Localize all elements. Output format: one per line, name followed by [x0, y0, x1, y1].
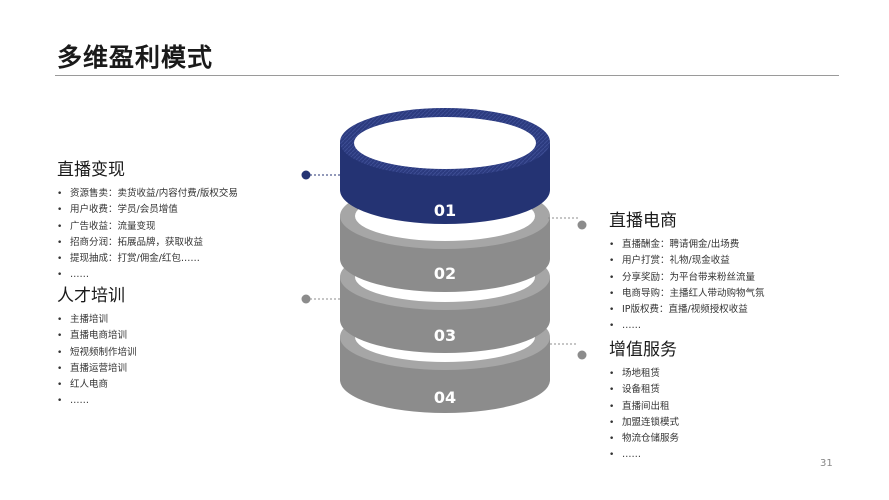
ring-label-02: 02 — [434, 264, 456, 283]
bullet-list: 主播培训 直播电商培训 短视频制作培训 直播运营培训 红人电商 …… — [57, 312, 137, 410]
list-item: 提现抽成：打赏/佣金/红包…… — [57, 251, 238, 268]
connector-live — [301, 170, 345, 180]
list-item: …… — [609, 447, 679, 464]
title-divider — [55, 75, 839, 76]
connector-value — [550, 343, 587, 360]
list-item: …… — [57, 393, 137, 410]
list-item: 直播运营培训 — [57, 361, 137, 378]
page-title: 多维盈利模式 — [57, 43, 214, 72]
list-item: 用户打赏：礼物/现金收益 — [609, 253, 765, 270]
list-item: 广告收益：流量变现 — [57, 219, 238, 236]
section-heading: 人才培训 — [57, 286, 125, 306]
list-item: 分享奖励：为平台带来粉丝流量 — [609, 270, 765, 287]
list-item: 场地租赁 — [609, 366, 679, 383]
connector-ecom — [548, 217, 587, 230]
list-item: 电商导购：主播红人带动购物气氛 — [609, 286, 765, 303]
section-live-ecommerce: 直播电商 直播酬金：聘请佣金/出场费 用户打赏：礼物/现金收益 分享奖励：为平台… — [609, 206, 765, 335]
section-heading: 增值服务 — [609, 340, 677, 360]
ring-label-04: 04 — [434, 388, 456, 407]
section-heading: 直播变现 — [57, 160, 125, 180]
list-item: 资源售卖：卖货收益/内容付费/版权交易 — [57, 186, 238, 203]
connector-talent — [301, 294, 341, 304]
bullet-list: 直播酬金：聘请佣金/出场费 用户打赏：礼物/现金收益 分享奖励：为平台带来粉丝流… — [609, 237, 765, 335]
section-talent-training: 人才培训 主播培训 直播电商培训 短视频制作培训 直播运营培训 红人电商 …… — [57, 281, 137, 410]
list-item: 用户收费：学员/会员增值 — [57, 202, 238, 219]
list-item: …… — [609, 318, 765, 335]
ring-01: 01 — [340, 108, 550, 224]
list-item: …… — [57, 267, 238, 284]
section-live-monetization: 直播变现 资源售卖：卖货收益/内容付费/版权交易 用户收费：学员/会员增值 广告… — [57, 155, 238, 284]
bullet-list: 场地租赁 设备租赁 直播间出租 加盟连锁模式 物流仓储服务 …… — [609, 366, 679, 464]
list-item: 红人电商 — [57, 377, 137, 394]
ring-label-01: 01 — [434, 201, 456, 220]
list-item: 直播酬金：聘请佣金/出场费 — [609, 237, 765, 254]
list-item: 直播间出租 — [609, 399, 679, 416]
list-item: 主播培训 — [57, 312, 137, 329]
bullet-list: 资源售卖：卖货收益/内容付费/版权交易 用户收费：学员/会员增值 广告收益：流量… — [57, 186, 238, 284]
list-item: 直播电商培训 — [57, 328, 137, 345]
ring-label-03: 03 — [434, 326, 456, 345]
list-item: 物流仓储服务 — [609, 431, 679, 448]
list-item: 设备租赁 — [609, 382, 679, 399]
list-item: 招商分润：拓展品牌，获取收益 — [57, 235, 238, 252]
list-item: 加盟连锁模式 — [609, 415, 679, 432]
section-heading: 直播电商 — [609, 211, 677, 231]
section-value-added-services: 增值服务 场地租赁 设备租赁 直播间出租 加盟连锁模式 物流仓储服务 …… — [609, 335, 679, 464]
list-item: IP版权费：直播/视频授权收益 — [609, 302, 765, 319]
list-item: 短视频制作培训 — [57, 345, 137, 362]
page-number: 31 — [820, 458, 833, 469]
